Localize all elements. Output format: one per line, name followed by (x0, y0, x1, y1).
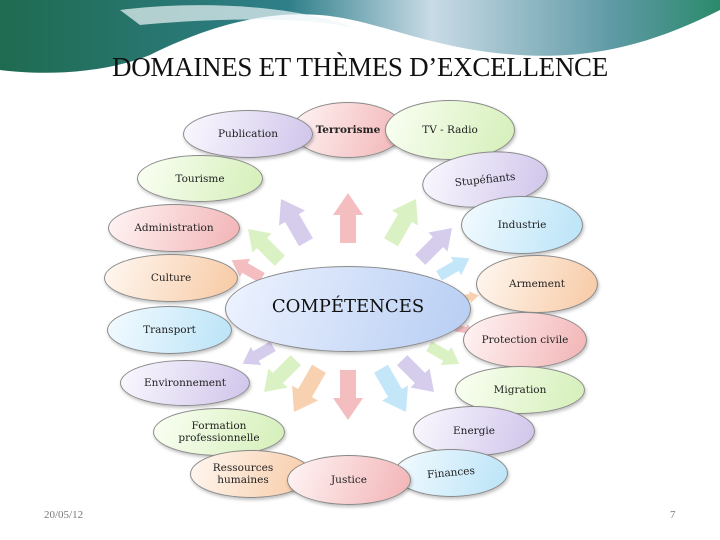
node-label: Energie (453, 425, 495, 437)
node-label: Finances (426, 464, 476, 482)
arrow-icon (333, 193, 363, 243)
arrow-icon (426, 341, 460, 366)
node-label: Environnement (144, 377, 226, 389)
node-transport: Transport (107, 306, 232, 354)
arrow-icon (263, 355, 301, 393)
arrow-icon (247, 228, 285, 266)
node-armement: Armement (476, 255, 598, 313)
arrow-icon (436, 256, 470, 281)
node-finances: Finances (394, 449, 508, 497)
node-label: Tourisme (175, 172, 225, 185)
node-label: Publication (217, 128, 279, 140)
footer-page-number: 7 (670, 509, 676, 521)
node-label: Protection civile (481, 334, 569, 346)
node-justice: Justice (287, 455, 411, 505)
node-label: Stupéfiants (454, 170, 516, 189)
footer-date: 20/05/12 (44, 509, 84, 521)
center-label: COMPÉTENCES (271, 296, 425, 317)
node-industrie: Industrie (461, 196, 583, 254)
node-label: Justice (330, 474, 368, 486)
node-label: TV - Radio (422, 124, 478, 136)
node-label: humaines (217, 474, 269, 486)
arrow-icon (333, 370, 363, 420)
node-label: Culture (150, 272, 192, 284)
arrow-icon (292, 364, 326, 413)
arrow-icon (397, 355, 435, 393)
slide-title: DOMAINES ET THÈMES D’EXCELLENCE (112, 52, 608, 82)
node-environnement: Environnement (120, 360, 250, 406)
node-administration: Administration (108, 204, 240, 252)
arrow-icon (242, 341, 276, 366)
arrow-icon (279, 198, 313, 247)
node-label: Ressources (212, 462, 274, 474)
arrow-icon (415, 227, 453, 265)
arrow-icon (231, 258, 265, 283)
header-wave-decoration (0, 0, 720, 73)
node-protection-civile: Protection civile (463, 312, 587, 368)
node-tv-radio: TV - Radio (385, 100, 515, 160)
node-culture: Culture (104, 254, 238, 302)
node-label: professionnelle (178, 432, 260, 444)
arrow-icon (374, 364, 408, 413)
node-publication: Publication (183, 110, 313, 158)
node-label: Transport (143, 324, 196, 336)
node-energie: Energie (413, 406, 535, 456)
node-tourisme: Tourisme (137, 155, 263, 202)
node-label: Industrie (497, 219, 547, 231)
center-competences: COMPÉTENCES (225, 266, 471, 352)
arrow-icon (384, 198, 418, 247)
node-label: Migration (493, 384, 547, 396)
node-label: Terrorisme (315, 124, 381, 136)
node-label: Formation (191, 420, 247, 432)
node-label: Administration (134, 222, 214, 234)
node-label: Armement (509, 278, 565, 290)
